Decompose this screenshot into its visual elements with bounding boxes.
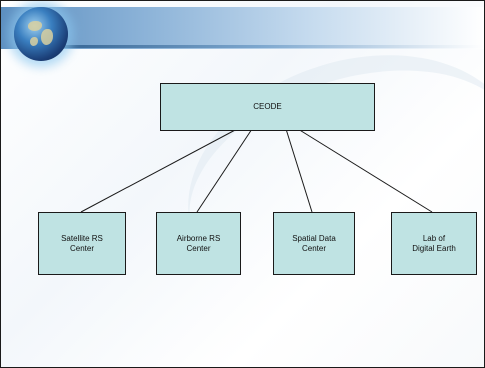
connector-line [285, 128, 313, 213]
root-node: CEODE [160, 83, 375, 131]
connector-line [80, 128, 238, 213]
child-node-digital-earth: Lab of Digital Earth [391, 212, 477, 275]
connector-line [196, 128, 253, 213]
root-node-label: CEODE [253, 102, 282, 111]
child-node-label: Airborne RS Center [176, 233, 221, 253]
child-node-satellite: Satellite RS Center [38, 212, 126, 275]
globe-icon [14, 7, 68, 61]
child-node-label: Satellite RS Center [61, 233, 103, 253]
header-banner [1, 7, 484, 49]
child-node-label: Spatial Data Center [292, 233, 336, 253]
header-divider [41, 45, 484, 48]
connector-line [297, 128, 433, 213]
child-node-airborne: Airborne RS Center [156, 212, 241, 275]
child-node-label: Lab of Digital Earth [412, 233, 456, 253]
child-node-spatial-data: Spatial Data Center [273, 212, 355, 275]
